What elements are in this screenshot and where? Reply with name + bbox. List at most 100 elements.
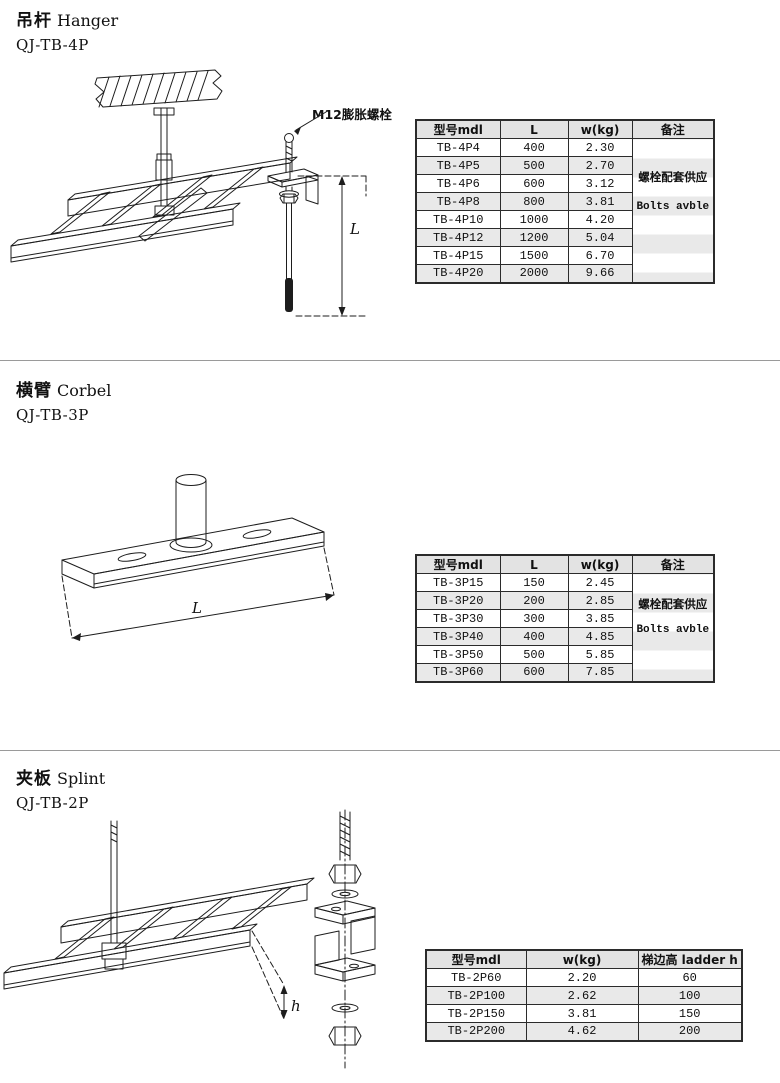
cell-model: TB-4P6 [415, 174, 501, 193]
cell-model: TB-4P10 [415, 210, 501, 229]
cell-weight: 2.20 [525, 968, 639, 987]
remark-text-en: Bolts avble [636, 624, 710, 636]
hanger-title-line: 吊杆 Hanger [16, 6, 118, 31]
cell-weight: 6.70 [567, 246, 633, 265]
cell-model: TB-3P20 [415, 591, 501, 610]
cell-length: 500 [499, 156, 569, 175]
hanger-assembly-drawing [10, 69, 298, 263]
header-row: 型号mdl L w(kg) 备注 [415, 119, 715, 139]
hanger-spec-table: 型号mdl L w(kg) 备注 TB-4P4 400 2.30 螺栓配套供应 … [415, 119, 715, 284]
section-title-hanger: 吊杆 Hanger QJ-TB-4P [16, 6, 118, 54]
cell-weight: 2.45 [567, 573, 633, 592]
cell-length: 400 [499, 138, 569, 157]
cell-ladder-height: 60 [637, 968, 743, 987]
hanger-title-en: Hanger [57, 11, 119, 30]
corbel-title-en: Corbel [57, 381, 112, 400]
remark-text-en: Bolts avble [636, 201, 710, 213]
cell-model: TB-2P150 [425, 1004, 527, 1023]
cell-length: 400 [499, 627, 569, 646]
cell-length: 200 [499, 591, 569, 610]
splint-model-code: QJ-TB-2P [16, 794, 89, 812]
bolt-callout-label: M12膨胀螺栓 [312, 107, 392, 122]
remark-cell: 螺栓配套供应 Bolts avble [631, 573, 715, 682]
header-row: 型号mdl w(kg) 梯边高 ladder h [425, 949, 743, 969]
cell-weight: 4.85 [567, 627, 633, 646]
table-row: TB-4P4 400 2.30 螺栓配套供应 Bolts avble [415, 138, 715, 283]
cell-weight: 3.85 [567, 609, 633, 628]
dim-label-ladder-height: h [291, 997, 301, 1015]
hanger-model-code: QJ-TB-4P [16, 36, 89, 54]
cell-length: 150 [499, 573, 569, 592]
cell-model: TB-4P4 [415, 138, 501, 157]
cell-model: TB-3P15 [415, 573, 501, 592]
cell-weight: 3.12 [567, 174, 633, 193]
col-header-remark: 备注 [631, 119, 715, 139]
dim-label-corbel-length: L [191, 599, 202, 617]
cell-model: TB-4P20 [415, 264, 501, 283]
cell-model: TB-2P60 [425, 968, 527, 987]
cell-model: TB-2P200 [425, 1022, 527, 1041]
remark-text-cn: 螺栓配套供应 [638, 170, 708, 184]
splint-exploded-drawing [314, 809, 376, 1069]
col-header-weight: w(kg) [525, 949, 639, 969]
col-header-length: L [499, 554, 569, 574]
col-header-weight: w(kg) [567, 554, 633, 574]
cell-weight: 7.85 [567, 663, 633, 682]
cell-weight: 3.81 [525, 1004, 639, 1023]
splint-title-line: 夹板 Splint [16, 764, 105, 789]
splint-title-en: Splint [57, 769, 106, 788]
cell-model: TB-4P15 [415, 246, 501, 265]
cell-weight: 2.70 [567, 156, 633, 175]
splint-title-cn: 夹板 [16, 769, 52, 789]
cell-length: 600 [499, 174, 569, 193]
cell-weight: 4.62 [525, 1022, 639, 1041]
cell-ladder-height: 200 [637, 1022, 743, 1041]
cell-ladder-height: 100 [637, 986, 743, 1005]
cell-length: 800 [499, 192, 569, 211]
cell-weight: 4.20 [567, 210, 633, 229]
corbel-spec-table: 型号mdl L w(kg) 备注 TB-3P15 150 2.45 螺栓配套供应… [415, 554, 715, 683]
cell-weight: 2.62 [525, 986, 639, 1005]
splint-ladder-drawing: h [3, 820, 315, 1020]
remark-cell: 螺栓配套供应 Bolts avble [631, 138, 715, 283]
cell-length: 2000 [499, 264, 569, 283]
cell-ladder-height: 150 [637, 1004, 743, 1023]
cell-model: TB-4P8 [415, 192, 501, 211]
hanger-title-cn: 吊杆 [16, 11, 52, 31]
cell-weight: 3.81 [567, 192, 633, 211]
cell-length: 500 [499, 645, 569, 664]
cell-weight: 2.30 [567, 138, 633, 157]
table-row: TB-3P15 150 2.45 螺栓配套供应 Bolts avble [415, 573, 715, 682]
col-header-ladder-height: 梯边高 ladder h [637, 949, 743, 969]
col-header-weight: w(kg) [567, 119, 633, 139]
expansion-bolt-drawing: L [267, 111, 367, 317]
cell-length: 300 [499, 609, 569, 628]
cell-length: 600 [499, 663, 569, 682]
col-header-remark: 备注 [631, 554, 715, 574]
cell-length: 1200 [499, 228, 569, 247]
cell-model: TB-4P5 [415, 156, 501, 175]
cell-length: 1500 [499, 246, 569, 265]
dim-label-bolt-length: L [349, 220, 360, 238]
cell-model: TB-4P12 [415, 228, 501, 247]
col-header-model: 型号mdl [425, 949, 527, 969]
remark-text-cn: 螺栓配套供应 [638, 597, 708, 611]
cell-weight: 9.66 [567, 264, 633, 283]
cell-length: 1000 [499, 210, 569, 229]
cell-model: TB-3P30 [415, 609, 501, 628]
section-title-splint: 夹板 Splint QJ-TB-2P [16, 764, 105, 812]
col-header-model: 型号mdl [415, 119, 501, 139]
col-header-length: L [499, 119, 569, 139]
corbel-model-code: QJ-TB-3P [16, 406, 89, 424]
cell-weight: 5.85 [567, 645, 633, 664]
section-divider [0, 360, 780, 361]
col-header-model: 型号mdl [415, 554, 501, 574]
